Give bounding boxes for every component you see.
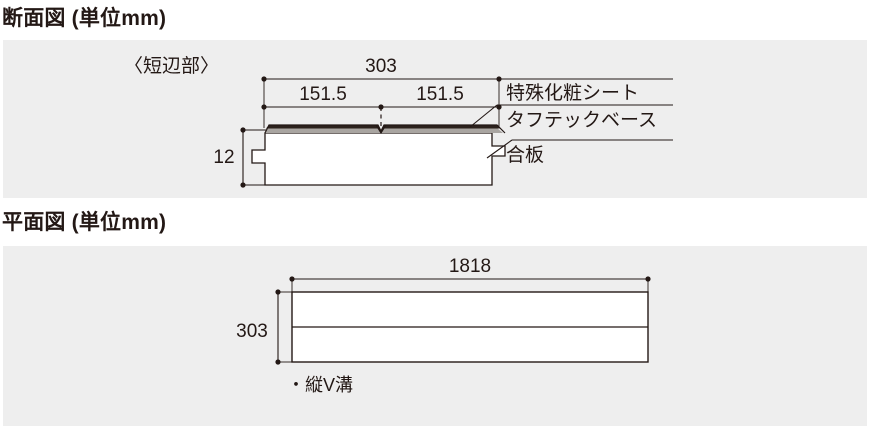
plan-view-title: 平面図 (単位mm) — [2, 211, 167, 234]
cross-section-title: 断面図 (単位mm) — [2, 7, 167, 30]
cross-section-panel — [3, 40, 867, 198]
plan-view-panel — [3, 246, 867, 426]
